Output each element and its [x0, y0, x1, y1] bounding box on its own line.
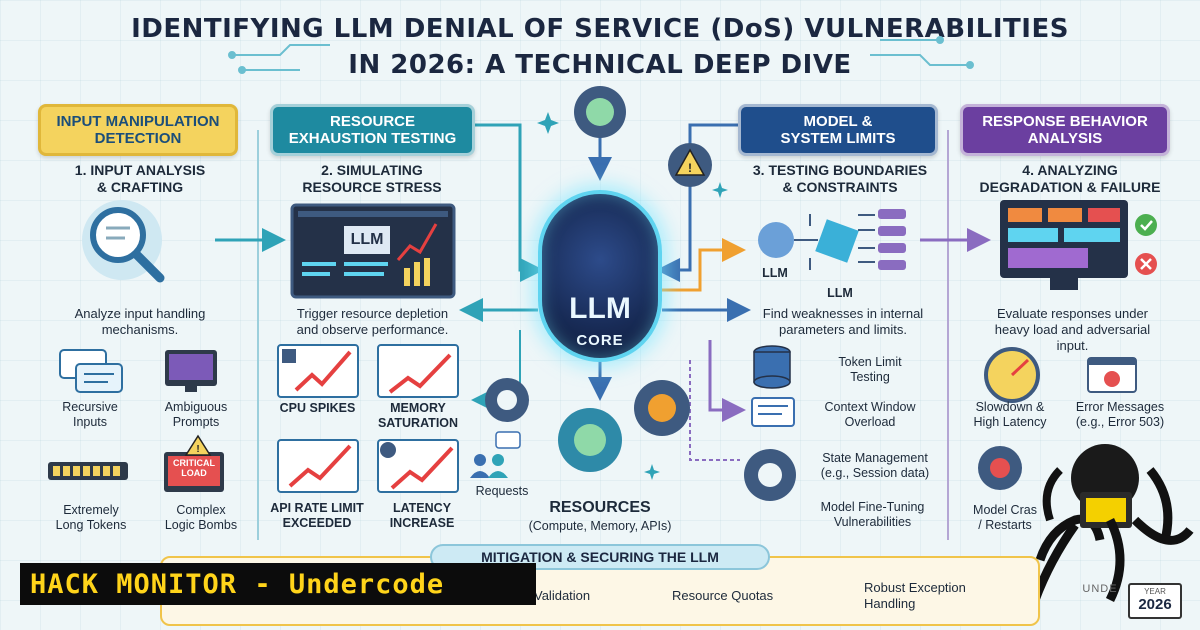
svg-text:!: !: [688, 161, 692, 175]
item-token-limit: Token Limit Testing: [838, 355, 902, 384]
llm-core: [538, 190, 662, 362]
step-1-title: 1. INPUT ANALYSIS & CRAFTING: [74, 162, 206, 195]
hack-monitor-banner: HACK MONITOR - Undercode: [20, 563, 536, 605]
year-badge: YEAR 2026: [1128, 583, 1182, 619]
requests-label: Requests: [475, 484, 529, 498]
mitigation-resource-quotas: Resource Quotas: [672, 588, 774, 603]
octopus-logo: [1030, 444, 1194, 603]
core-label: LLM: [569, 292, 631, 325]
step-2-desc: Trigger resource depletion and observe p…: [296, 306, 449, 337]
item-recursive-inputs: Recursive Inputs: [62, 400, 118, 429]
dashboard-llm-label: LLM: [350, 231, 384, 248]
item-latency-increase: LATENCY INCREASE: [389, 501, 455, 530]
item-model-crash: Model Cras / Restarts: [973, 503, 1037, 532]
resources-title: RESOURCES: [549, 499, 651, 516]
header-resource-exhaustion: RESOURCE EXHAUSTION TESTING: [270, 104, 475, 156]
critical-load-label: CRITICAL LOAD: [173, 458, 215, 478]
llm-label-1: LLM: [762, 266, 788, 280]
svg-text:!: !: [196, 444, 199, 455]
step-3-title: 3. TESTING BOUNDARIES & CONSTRAINTS: [752, 162, 928, 195]
item-cpu-spikes: CPU SPIKES: [279, 401, 356, 415]
header-response-behavior: RESPONSE BEHAVIOR ANALYSIS: [960, 104, 1170, 156]
year-badge-value: 2026: [1138, 596, 1172, 613]
step-1-desc: Analyze input handling mechanisms.: [74, 306, 206, 337]
step-4-desc: Evaluate responses under heavy load and …: [994, 306, 1151, 353]
item-slowdown: Slowdown & High Latency: [973, 400, 1047, 429]
mitigation-validation: Validation: [534, 588, 591, 603]
item-api-rate-limit: API RATE LIMIT EXCEEDED: [270, 501, 364, 530]
core-sub-label: CORE: [576, 332, 624, 349]
item-ambiguous-prompts: Ambiguous Prompts: [164, 400, 228, 429]
item-logic-bombs: Complex Logic Bombs: [164, 503, 238, 532]
header-input-manipulation: INPUT MANIPULATION DETECTION: [38, 104, 238, 156]
item-long-tokens: Extremely Long Tokens: [55, 503, 127, 532]
step-2-title: 2. SIMULATING RESOURCE STRESS: [302, 162, 442, 195]
item-memory-saturation: MEMORY SATURATION: [377, 401, 459, 430]
page-title-line2: IN 2026: A TECHNICAL DEEP DIVE: [348, 50, 852, 80]
llm-label-2: LLM: [827, 286, 853, 300]
watermark-text: UNDE: [1082, 583, 1118, 595]
step-4-title: 4. ANALYZING DEGRADATION & FAILURE: [979, 162, 1161, 195]
item-context-window: Context Window Overload: [824, 400, 916, 429]
item-fine-tuning: Model Fine-Tuning Vulnerabilities: [820, 500, 925, 529]
step-3-desc: Find weaknesses in internal parameters a…: [762, 306, 924, 337]
item-error-messages: Error Messages (e.g., Error 503): [1075, 400, 1165, 429]
resources-sub: (Compute, Memory, APIs): [528, 519, 672, 533]
item-state-management: State Management (e.g., Session data): [820, 451, 930, 480]
year-badge-label: YEAR: [1144, 587, 1166, 596]
header-model-system-limits: MODEL & SYSTEM LIMITS: [738, 104, 938, 156]
mitigation-exception-handling: Robust Exception Handling: [864, 580, 966, 611]
